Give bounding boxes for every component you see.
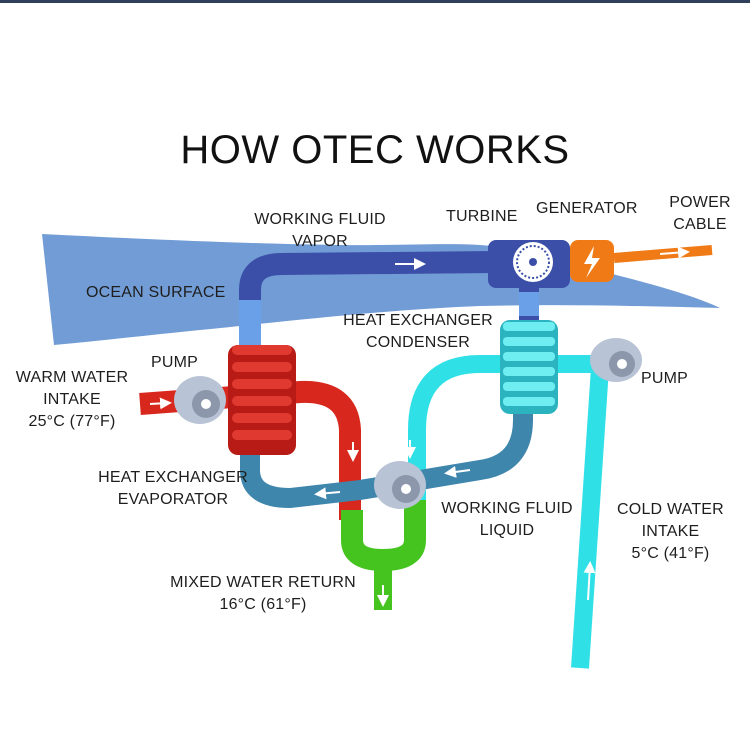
lightning-bolt-icon	[584, 246, 600, 278]
cold-water-intake-pipe	[404, 355, 609, 669]
label-pump-right: PUMP	[641, 370, 689, 387]
label-working-fluid-liquid: WORKING FLUID LIQUID	[441, 500, 573, 539]
generator	[570, 240, 614, 282]
pump-icon	[374, 461, 426, 509]
turbine	[488, 240, 570, 288]
warm-water-pipe	[139, 380, 361, 520]
evaporator-coil	[228, 345, 296, 455]
label-power-cable: POWER CABLE	[669, 194, 731, 233]
label-working-fluid-vapor: WORKING FLUID VAPOR	[254, 211, 386, 250]
diagram-title: HOW OTEC WORKS	[180, 128, 570, 172]
label-turbine: TURBINE	[446, 208, 518, 225]
condenser-coil	[500, 320, 558, 414]
label-warm-water-intake: WARM WATER INTAKE 25°C (77°F)	[15, 369, 129, 430]
label-ocean-surface: OCEAN SURFACE	[86, 284, 226, 301]
label-generator: GENERATOR	[536, 200, 638, 217]
label-heat-exchanger-evaporator: HEAT EXCHANGER EVAPORATOR	[98, 469, 248, 508]
pump-icon	[174, 376, 226, 424]
label-heat-exchanger-condenser: HEAT EXCHANGER CONDENSER	[343, 312, 493, 351]
power-cable	[613, 245, 713, 263]
pump-icon	[590, 338, 642, 382]
label-cold-water-intake: COLD WATER INTAKE 5°C (41°F)	[617, 501, 724, 562]
top-border	[0, 0, 750, 3]
mixed-water-return-pipe	[341, 500, 426, 610]
label-mixed-water-return: MIXED WATER RETURN 16°C (61°F)	[170, 574, 356, 613]
label-pump-left: PUMP	[151, 354, 199, 371]
